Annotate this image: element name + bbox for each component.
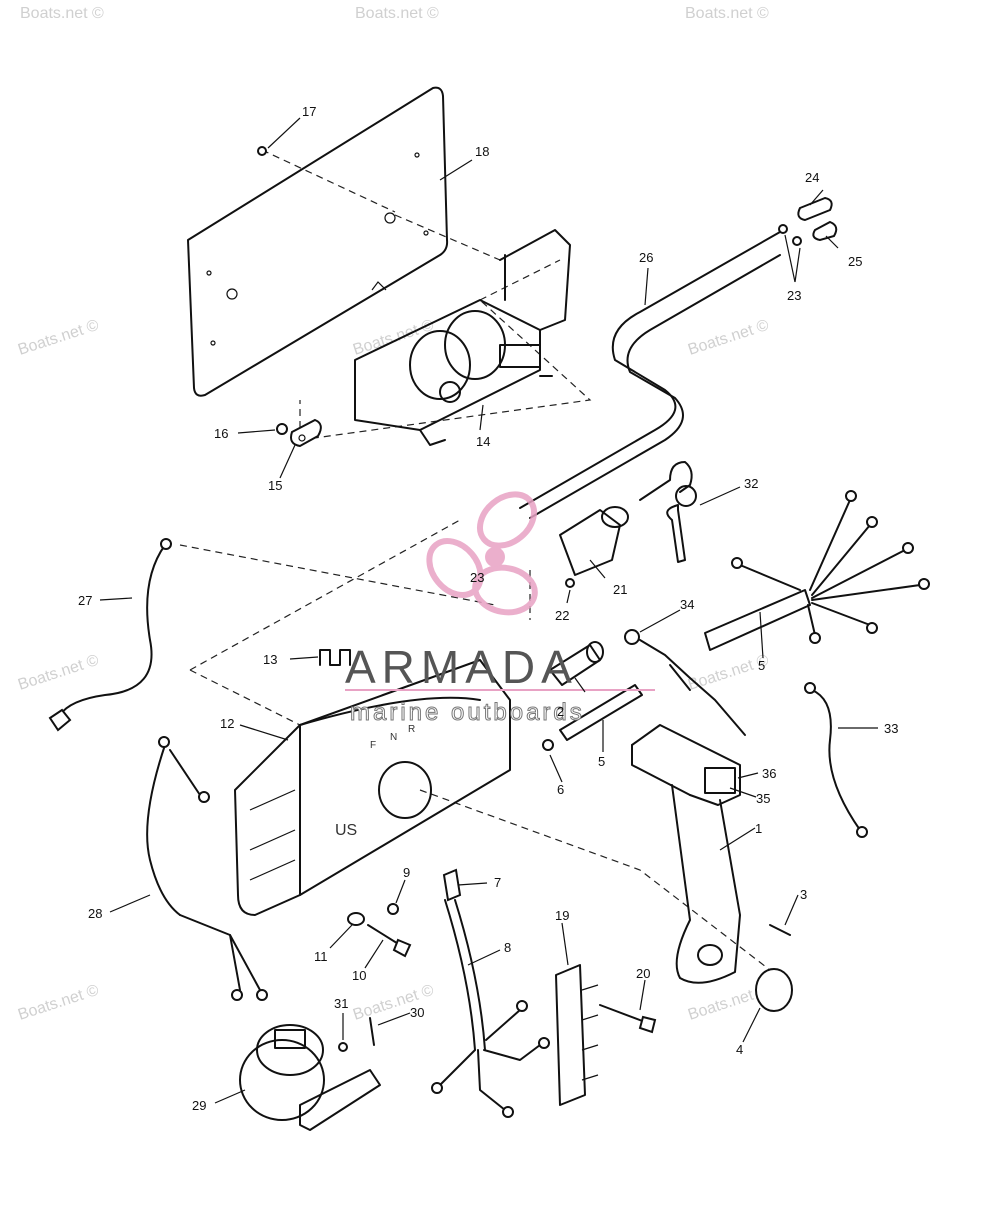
- watermark: Boats.net ©: [355, 5, 439, 22]
- callout-8: 8: [504, 940, 511, 955]
- callout-27: 27: [78, 593, 92, 608]
- leader-lines: [99, 117, 878, 1104]
- callout-30: 30: [410, 1005, 424, 1020]
- harness-8: [431, 899, 550, 1118]
- washer-11: [347, 912, 365, 926]
- callout-26: 26: [639, 250, 653, 265]
- watermark: Boats.net ©: [16, 317, 101, 359]
- callout-23b: 23: [787, 288, 801, 303]
- mounting-plate: [187, 86, 449, 397]
- watermark: Boats.net ©: [20, 5, 104, 22]
- screw-30: [369, 1017, 375, 1046]
- callout-17: 17: [302, 104, 316, 119]
- harness-7: [442, 868, 462, 902]
- control-mechanism: [354, 229, 571, 446]
- callout-23a: 23: [470, 570, 484, 585]
- callout-5b: 5: [758, 658, 765, 673]
- callout-16: 16: [214, 426, 228, 441]
- throttle-cables: [519, 231, 781, 519]
- callout-5a: 5: [598, 754, 605, 769]
- callout-14: 14: [476, 434, 490, 449]
- callout-15: 15: [268, 478, 282, 493]
- brand-tagline: marine outboards: [350, 699, 585, 726]
- clips-23: [778, 224, 802, 246]
- pin-15: [290, 418, 322, 448]
- bolt-10: [367, 924, 412, 958]
- lead-27: [48, 538, 172, 732]
- harness-tube: [704, 490, 930, 651]
- keys: [639, 461, 697, 563]
- pin-25: [812, 220, 838, 242]
- callout-24: 24: [805, 170, 819, 185]
- callout-33: 33: [884, 721, 898, 736]
- callout-25: 25: [848, 254, 862, 269]
- control-handle: [631, 724, 741, 984]
- callout-13: 13: [263, 652, 277, 667]
- housing-emblem: US: [335, 822, 357, 839]
- callout-36: 36: [762, 766, 776, 781]
- lanyard: [624, 629, 746, 736]
- callout-12: 12: [220, 716, 234, 731]
- ignition-switch: [559, 506, 629, 588]
- cap-4: [755, 968, 793, 1012]
- callout-3: 3: [800, 887, 807, 902]
- callouts: 17 18 14 16 15 24 25 23 26 32 23 21 22 3…: [78, 104, 898, 1113]
- horn: [239, 1024, 381, 1131]
- nut-9: [387, 903, 399, 915]
- gear-mark-forward: F: [370, 740, 376, 751]
- callout-32: 32: [744, 476, 758, 491]
- watermark: Boats.net ©: [16, 652, 101, 694]
- callout-22: 22: [555, 608, 569, 623]
- clip-6: [542, 739, 554, 751]
- washer-31: [338, 1042, 348, 1052]
- callout-6: 6: [557, 782, 564, 797]
- watermarks: Boats.net © Boats.net © Boats.net © Boat…: [16, 5, 771, 1024]
- callout-18: 18: [475, 144, 489, 159]
- spring-13: [319, 649, 351, 666]
- screw-20: [599, 1004, 657, 1034]
- lead-33: [804, 682, 868, 838]
- brand-logo: [426, 491, 538, 616]
- callout-28: 28: [88, 906, 102, 921]
- switch-2: [549, 641, 604, 686]
- rod-5: [559, 684, 643, 741]
- callout-29: 29: [192, 1098, 206, 1113]
- gear-mark-neutral: N: [390, 732, 397, 743]
- screw-17: [257, 146, 267, 156]
- gear-mark-reverse: R: [408, 724, 415, 735]
- callout-10: 10: [352, 968, 366, 983]
- callout-20: 20: [636, 966, 650, 981]
- callout-35: 35: [756, 791, 770, 806]
- callout-1: 1: [755, 821, 762, 836]
- callout-21: 21: [613, 582, 627, 597]
- pin-3: [769, 924, 791, 936]
- brand-name: ARMADA: [345, 641, 578, 693]
- pin-24: [797, 196, 833, 222]
- callout-31: 31: [334, 996, 348, 1011]
- callout-34: 34: [680, 597, 694, 612]
- callout-11: 11: [314, 949, 328, 964]
- washer-16: [276, 423, 288, 435]
- harness-28: [146, 736, 268, 1001]
- callout-4: 4: [736, 1042, 743, 1057]
- terminal-block: [555, 964, 599, 1106]
- callout-19: 19: [555, 908, 569, 923]
- callout-9: 9: [403, 865, 410, 880]
- watermark: Boats.net ©: [685, 5, 769, 22]
- callout-2: 2: [557, 704, 564, 719]
- callout-7: 7: [494, 875, 501, 890]
- watermark: Boats.net ©: [16, 982, 101, 1024]
- control-housing: US F N R: [234, 659, 511, 916]
- watermark: Boats.net ©: [686, 317, 771, 359]
